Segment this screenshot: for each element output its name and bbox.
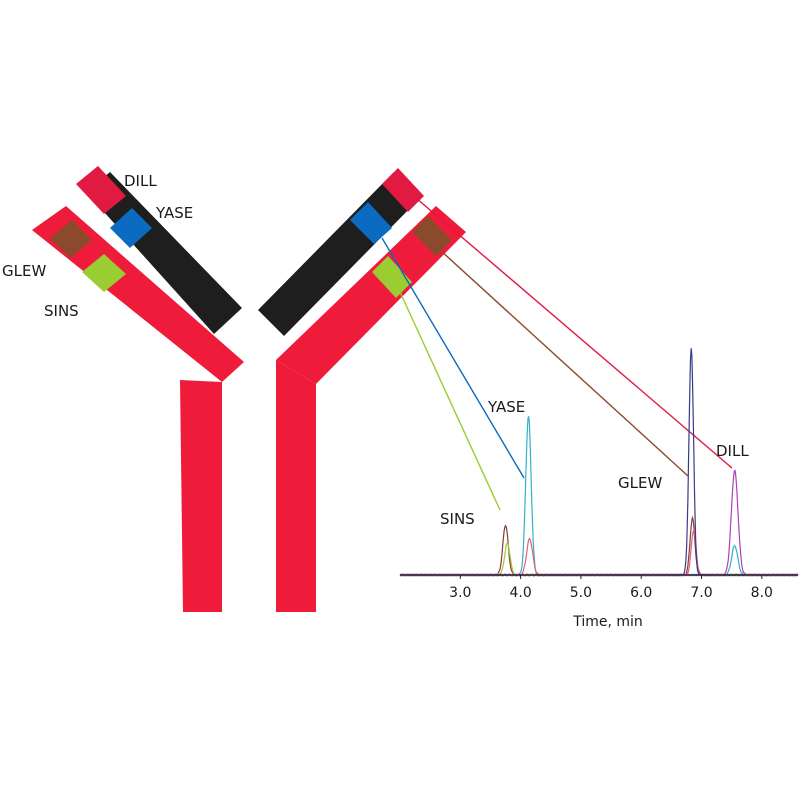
x-tick-label: 6.0 xyxy=(630,585,652,601)
glew-label-chart: GLEW xyxy=(618,474,662,492)
chromatogram-trace xyxy=(399,416,799,577)
left-heavy-chain-arm xyxy=(32,206,244,382)
x-axis-ticks: 3.0 4.0 5.0 6.0 7.0 8.0 xyxy=(449,575,773,601)
x-tick-label: 7.0 xyxy=(690,585,712,601)
dill-connector xyxy=(415,197,733,469)
x-tick-label: 4.0 xyxy=(509,585,531,601)
right-heavy-chain-arm xyxy=(276,206,466,384)
x-tick-label: 5.0 xyxy=(570,585,592,601)
left-glew-region xyxy=(50,220,92,258)
right-arm xyxy=(258,168,466,612)
glew-label-left: GLEW xyxy=(2,262,46,280)
yase-label-left: YASE xyxy=(155,204,193,222)
x-tick-label: 3.0 xyxy=(449,585,471,601)
right-sins-region xyxy=(372,256,412,298)
left-yase-region xyxy=(110,208,152,248)
chromatogram-trace xyxy=(399,348,799,577)
left-sins-region xyxy=(82,254,126,292)
x-tick-label: 8.0 xyxy=(751,585,773,601)
dill-label-left: DILL xyxy=(124,172,157,190)
left-light-chain xyxy=(86,172,242,334)
right-glew-region xyxy=(412,216,452,256)
right-yase-region xyxy=(350,202,392,244)
left-dill-region xyxy=(76,166,126,214)
yase-connector xyxy=(381,237,525,479)
sins-label-chart: SINS xyxy=(440,510,475,528)
x-axis-title: Time, min xyxy=(572,614,643,630)
left-heavy-chain-stem xyxy=(180,380,222,612)
sins-label-left: SINS xyxy=(44,302,79,320)
chromatogram-trace xyxy=(399,528,799,577)
chromatogram-traces xyxy=(399,348,799,577)
right-heavy-chain-stem xyxy=(276,360,316,612)
sins-connector xyxy=(399,291,501,511)
glew-connector xyxy=(439,249,689,477)
right-dill-region xyxy=(382,168,424,212)
chromatogram-chart: 3.0 4.0 5.0 6.0 7.0 8.0 Time, min xyxy=(399,348,799,630)
right-light-chain xyxy=(258,172,420,336)
connector-lines xyxy=(381,197,733,511)
yase-label-chart: YASE xyxy=(487,398,525,416)
dill-label-chart: DILL xyxy=(716,442,749,460)
left-arm xyxy=(32,166,244,612)
